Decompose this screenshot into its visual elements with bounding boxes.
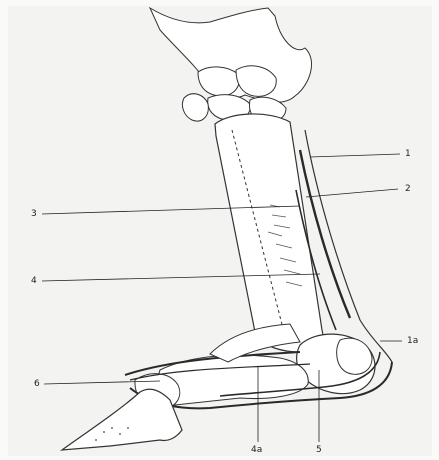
callout-label-4a: 4a <box>251 445 262 455</box>
callout-label-3: 3 <box>31 209 37 219</box>
callout-label-2: 2 <box>405 184 411 194</box>
callout-label-6: 6 <box>34 379 40 389</box>
callout-label-4: 4 <box>31 276 37 286</box>
callout-label-1: 1 <box>405 149 411 159</box>
callout-label-1a: 1a <box>407 336 418 346</box>
callout-label-5: 5 <box>316 445 322 455</box>
